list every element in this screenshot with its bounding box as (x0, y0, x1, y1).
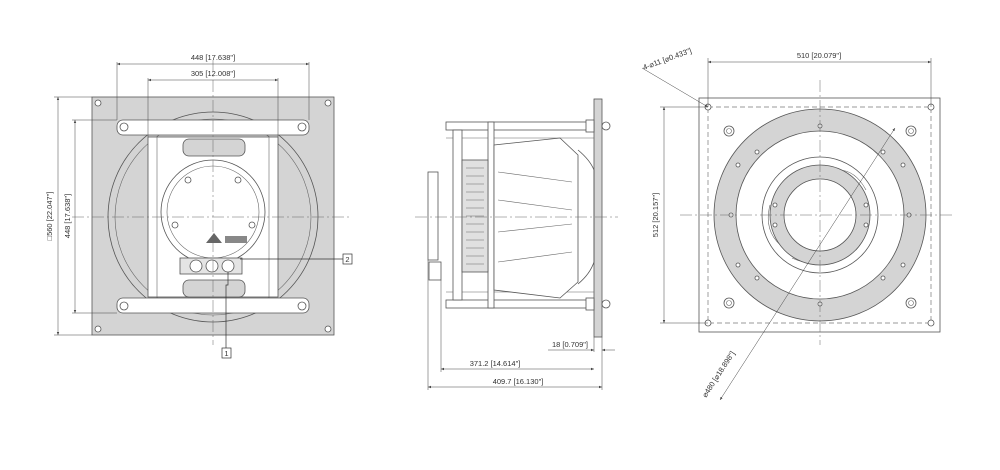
dim-510: 510 [20.079"] (797, 51, 841, 60)
front-lower-guard (182, 279, 246, 298)
dim-dia: ⌀480 [⌀18.898"] (700, 349, 737, 399)
housing-screw (171, 221, 179, 229)
side-mounting-plate (593, 98, 603, 338)
side-bottom-bracket (445, 299, 595, 309)
front-corner-hole (324, 325, 332, 333)
front-corner-hole (94, 99, 102, 107)
front-corner-hole (94, 325, 102, 333)
side-frame-post (487, 121, 495, 309)
dim-18: 18 [0.709"] (552, 340, 588, 349)
front-view: 448 [17.638"] 305 [12.008"] □560 [22.047… (45, 53, 353, 359)
housing-screw (234, 176, 242, 184)
brand-logo-wordmark (225, 236, 247, 243)
front-upper-guard (182, 138, 246, 157)
housing-screw (248, 221, 256, 229)
front-corner-hole (324, 99, 332, 107)
callout-2-label: 2 (345, 255, 349, 264)
side-bolt (601, 299, 611, 309)
rear-mounting-stud (905, 297, 917, 309)
callout-1-label: 1 (224, 349, 228, 358)
dim-holes: 4-⌀11 [⌀0.433"] (642, 46, 693, 72)
dim-448-top: 448 [17.638"] (191, 53, 235, 62)
side-cooling-fins (466, 167, 484, 265)
side-cover (427, 171, 439, 261)
side-cable-gland (428, 261, 442, 281)
side-impeller (493, 137, 579, 299)
side-frame-post (452, 129, 463, 301)
side-bolt (601, 121, 611, 131)
brand-logo-triangle (206, 233, 222, 243)
side-top-bracket (445, 121, 595, 131)
rear-mounting-stud (723, 297, 735, 309)
dim-409: 409.7 [16.130"] (493, 377, 544, 386)
dim-305: 305 [12.008"] (191, 69, 235, 78)
callout-2-box (342, 253, 353, 265)
rear-corner-hole (927, 319, 935, 327)
cable-gland (205, 259, 219, 273)
front-rail-bolt (119, 122, 129, 132)
front-rail-bolt (297, 301, 307, 311)
front-rail-bolt (119, 301, 129, 311)
rear-mounting-stud (905, 125, 917, 137)
side-view: 18 [0.709"] 371.2 [14.614"] 409.7 [16.13… (415, 98, 618, 390)
housing-screw (184, 176, 192, 184)
dim-371: 371.2 [14.614"] (470, 359, 521, 368)
cable-gland (221, 259, 235, 273)
rear-mounting-stud (723, 125, 735, 137)
dim-560: □560 [22.047"] (45, 192, 54, 241)
cable-gland (189, 259, 203, 273)
dim-512: 512 [20.157"] (651, 193, 660, 237)
rear-view: 510 [20.079"] 512 [20.157"] 4-⌀11 [⌀0.43… (642, 46, 955, 401)
side-inlet-nozzle (577, 149, 595, 285)
callout-1-box (221, 347, 232, 359)
front-rail-bolt (297, 122, 307, 132)
dim-448-side: 448 [17.638"] (63, 194, 72, 238)
